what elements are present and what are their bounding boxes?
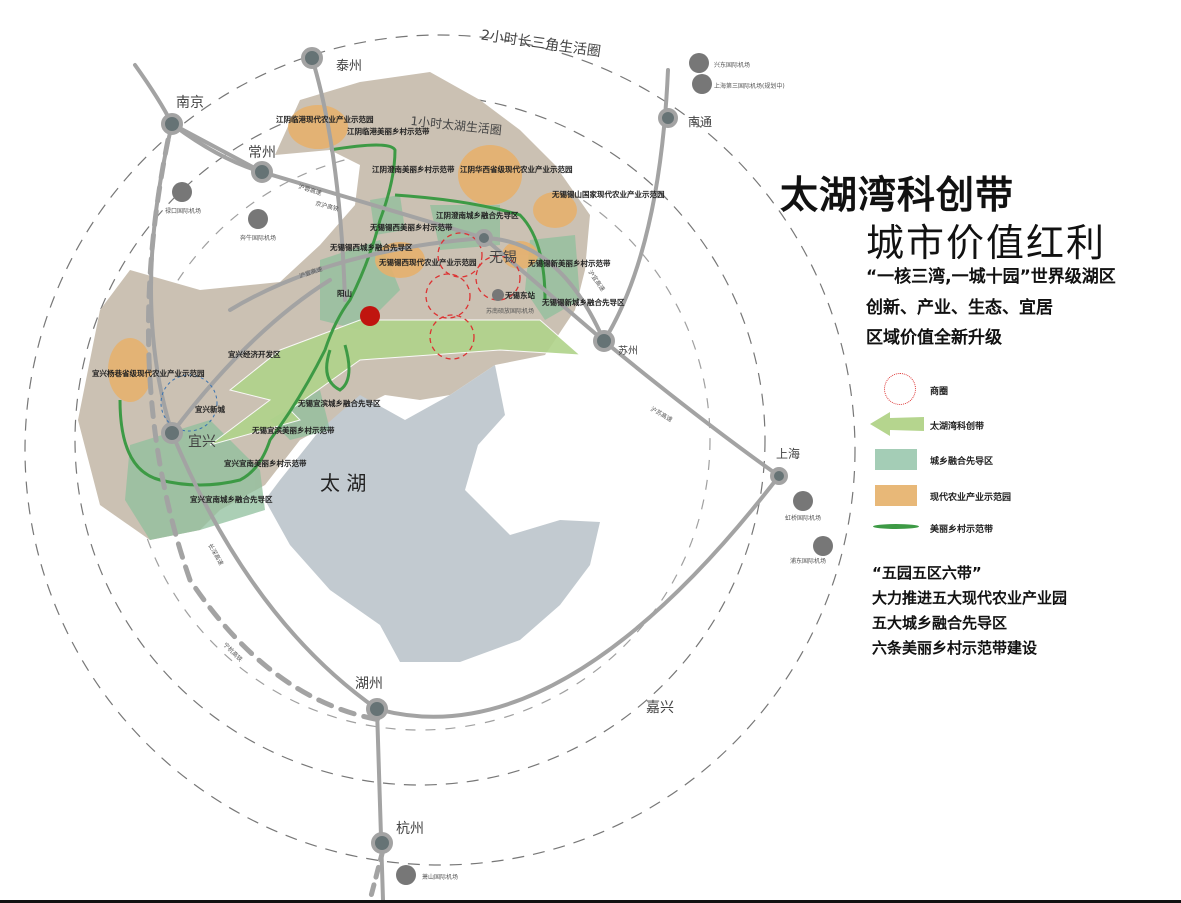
outer-ring-label: 2小时长三角生活圈 <box>480 28 602 61</box>
city-jiaxing: 嘉兴 <box>646 700 674 716</box>
taihu-lake <box>265 365 600 662</box>
airport-shanghai-third: 上海第三国际机场(规划中) <box>714 82 785 90</box>
svg-text:无锡宜滨城乡融合先导区: 无锡宜滨城乡融合先导区 <box>297 398 381 408</box>
two-hour-ring <box>24 34 856 866</box>
summary-line: 五大城乡融合先导区 <box>872 614 1008 632</box>
svg-text:宜兴宜南美丽乡村示范带: 宜兴宜南美丽乡村示范带 <box>224 458 307 468</box>
city-nodes <box>161 47 788 854</box>
airport-icons <box>172 53 833 885</box>
legend-label: 太湖湾科创带 <box>930 422 985 432</box>
svg-text:宜兴宜南城乡融合先导区: 宜兴宜南城乡融合先导区 <box>190 494 273 504</box>
legend-label: 城乡融合先导区 <box>930 457 994 467</box>
legend-label: 商圈 <box>930 387 949 397</box>
svg-text:无锡宜滨美丽乡村示范带: 无锡宜滨美丽乡村示范带 <box>251 425 335 435</box>
point-3: 区域价值全新升级 <box>866 328 1002 348</box>
svg-text:无锡锡新城乡融合先导区: 无锡锡新城乡融合先导区 <box>541 297 625 307</box>
city-shanghai: 上海 <box>776 446 800 461</box>
svg-text:无锡锡山国家现代农业产业示范园: 无锡锡山国家现代农业产业示范园 <box>551 189 665 199</box>
hw-husu: 沪苏高速 <box>649 405 674 424</box>
city-nanjing: 南京 <box>176 95 204 111</box>
hw-jinghu: 京沪高铁 <box>314 199 339 213</box>
svg-text:江阴澄南城乡融合先导区: 江阴澄南城乡融合先导区 <box>436 210 519 220</box>
svg-text:阳山: 阳山 <box>337 288 352 298</box>
legend-label: 美丽乡村示范带 <box>930 525 994 535</box>
city-wuxi: 无锡 <box>489 250 517 266</box>
summary-line: 大力推进五大现代农业产业园 <box>872 589 1068 607</box>
legend-zone-swatch <box>875 449 917 470</box>
svg-text:宜兴杨巷省级现代农业产业示范园: 宜兴杨巷省级现代农业产业示范园 <box>92 368 205 378</box>
yixing-circle <box>160 374 218 432</box>
core-marker <box>360 306 380 326</box>
city-taizhou: 泰州 <box>336 59 362 74</box>
point-2: 创新、产业、生态、宜居 <box>866 298 1053 318</box>
main-subtitle: 城市价值红利 <box>866 221 1107 265</box>
svg-text:江阴临港美丽乡村示范带: 江阴临港美丽乡村示范带 <box>347 126 430 136</box>
city-suzhou: 苏州 <box>618 344 638 357</box>
svg-text:无锡锡西现代农业产业示范园: 无锡锡西现代农业产业示范园 <box>378 257 477 267</box>
svg-text:江阴临港现代农业产业示范园: 江阴临港现代农业产业示范园 <box>276 114 374 124</box>
airport-xiaoshan: 萧山国际机场 <box>422 873 458 881</box>
legend-arrow-icon <box>870 412 924 436</box>
city-yixing: 宜兴 <box>188 434 216 450</box>
summary-line: 六条美丽乡村示范带建设 <box>872 639 1038 657</box>
science-belt-arrow <box>209 319 582 446</box>
city-changzhou: 常州 <box>248 145 276 161</box>
svg-text:无锡锡西城乡融合先导区: 无锡锡西城乡融合先导区 <box>329 242 413 252</box>
svg-text:江阴华西省级现代农业产业示范园: 江阴华西省级现代农业产业示范园 <box>460 164 573 174</box>
airport-pudong: 浦东国际机场 <box>790 557 826 565</box>
lake-label: 太 湖 <box>320 471 366 495</box>
svg-text:无锡锡新美丽乡村示范带: 无锡锡新美丽乡村示范带 <box>527 258 611 268</box>
svg-text:无锡锡西美丽乡村示范带: 无锡锡西美丽乡村示范带 <box>369 222 453 232</box>
village-belts <box>118 143 547 487</box>
svg-text:江阴澄南美丽乡村示范带: 江阴澄南美丽乡村示范带 <box>372 164 455 174</box>
legend-circle-icon <box>884 373 916 405</box>
hw-changshen: 长深高速 <box>206 542 225 567</box>
svg-text:宜兴新城: 宜兴新城 <box>195 404 225 414</box>
legend-label: 现代农业产业示范园 <box>930 493 1012 503</box>
svg-text:无锡东站: 无锡东站 <box>504 290 535 300</box>
point-1: “一核三湾,一城十园”世界级湖区 <box>866 267 1116 287</box>
airport-lukou: 禄口国际机场 <box>165 207 201 215</box>
main-title: 太湖湾科创带 <box>780 173 1015 217</box>
airport-xingdong: 兴东国际机场 <box>714 61 750 69</box>
airport-benniu: 奔牛国际机场 <box>240 234 276 242</box>
legend-belt-swatch <box>873 524 919 529</box>
summary-heading: “五园五区六带” <box>872 564 982 582</box>
airport-hongqiao: 虹桥国际机场 <box>785 514 821 522</box>
business-circles <box>425 232 521 360</box>
legend-farm-swatch <box>875 485 917 506</box>
city-huzhou: 湖州 <box>355 676 383 692</box>
city-nantong: 南通 <box>688 114 712 129</box>
zone-labels: 江阴临港现代农业产业示范园 江阴临港美丽乡村示范带 江阴澄南美丽乡村示范带 江阴… <box>92 114 665 504</box>
svg-text:宜兴经济开发区: 宜兴经济开发区 <box>228 349 281 359</box>
airport-sunan: 苏南硕放国际机场 <box>486 307 534 315</box>
hw-huyi-2: 沪宜高速 <box>586 269 606 293</box>
bottom-border <box>0 900 1181 903</box>
city-hangzhou: 杭州 <box>396 821 424 837</box>
